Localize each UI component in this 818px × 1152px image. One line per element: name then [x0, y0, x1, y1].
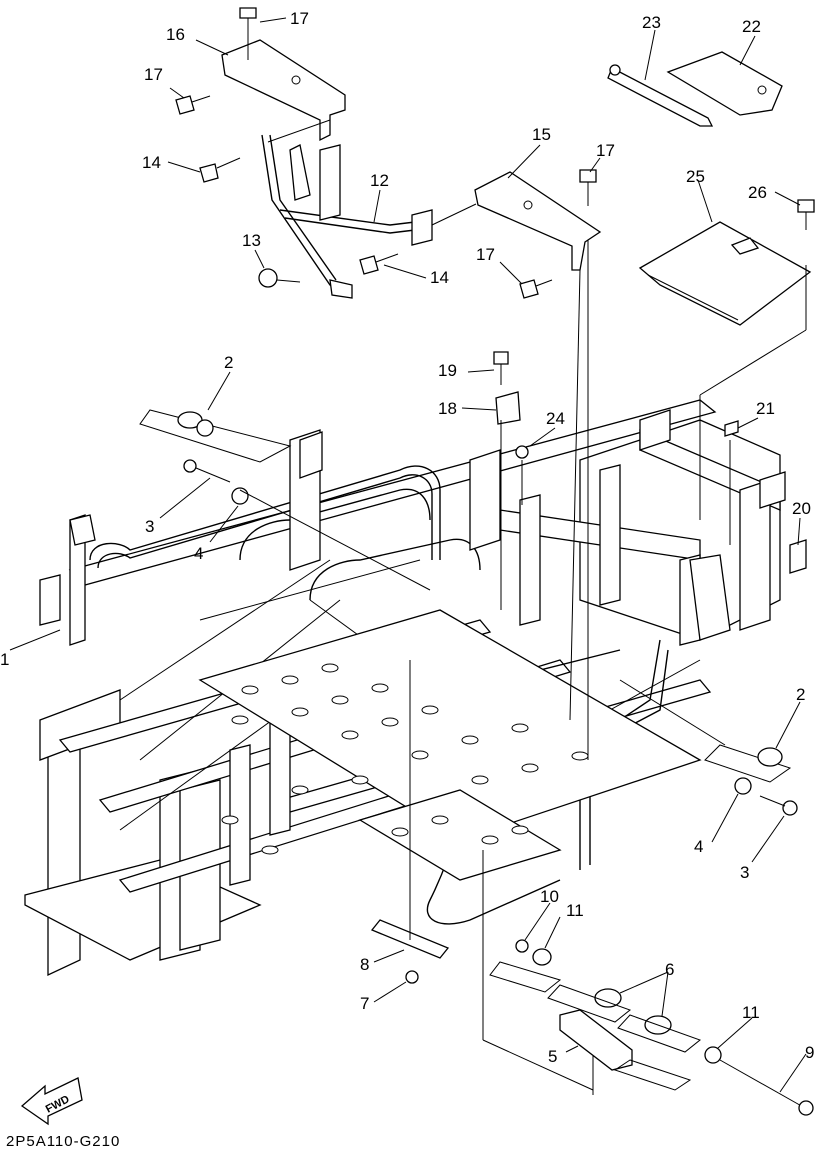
callout-8: 8: [360, 955, 369, 974]
fwd-arrow: FWD: [20, 1077, 83, 1126]
callout-11: 11: [742, 1003, 760, 1022]
callout-17: 17: [290, 9, 309, 28]
callout-15: 15: [532, 125, 551, 144]
callout-11: 11: [566, 901, 584, 920]
callout-19: 19: [438, 361, 457, 380]
callout-18: 18: [438, 399, 457, 418]
mounts: [139, 409, 814, 1116]
callout-labels: 1 2 2 3 3 4 4 5 6 7 8 9 10 11 11 12 13 1…: [0, 9, 814, 1066]
floor-holes: [221, 663, 589, 855]
callout-14: 14: [142, 153, 161, 172]
callout-5: 5: [548, 1047, 557, 1066]
callout-21: 21: [756, 399, 775, 418]
callout-17: 17: [596, 141, 615, 160]
diagram-code: 2P5A110-G210: [6, 1133, 120, 1150]
callout-6: 6: [665, 960, 674, 979]
callout-24: 24: [546, 409, 565, 428]
bracket-16: [221, 39, 346, 142]
cover-25: [638, 221, 812, 326]
callout-25: 25: [686, 167, 705, 186]
callout-26: 26: [748, 183, 767, 202]
leader-lines: [239, 48, 807, 1095]
bag-22: [666, 51, 783, 116]
callout-17: 17: [476, 245, 495, 264]
callout-leaders: [9, 17, 807, 1093]
callout-4: 4: [694, 837, 703, 856]
callout-13: 13: [242, 231, 261, 250]
main-frame: [24, 399, 786, 977]
callout-3: 3: [740, 863, 749, 882]
callout-23: 23: [642, 13, 661, 32]
callout-17: 17: [144, 65, 163, 84]
callout-4: 4: [194, 544, 203, 563]
callout-20: 20: [792, 499, 811, 518]
callout-2: 2: [224, 353, 233, 372]
callout-2: 2: [796, 685, 805, 704]
callout-12: 12: [370, 171, 389, 190]
grip-23: [607, 64, 714, 127]
callout-14: 14: [430, 268, 449, 287]
callout-10: 10: [540, 887, 559, 906]
stay-12: [261, 134, 433, 299]
callout-7: 7: [360, 994, 369, 1013]
callout-22: 22: [742, 17, 761, 36]
callout-9: 9: [805, 1043, 814, 1062]
callout-16: 16: [166, 25, 185, 44]
callout-1: 1: [0, 650, 9, 669]
callout-3: 3: [145, 517, 154, 536]
bolts: [175, 7, 815, 574]
